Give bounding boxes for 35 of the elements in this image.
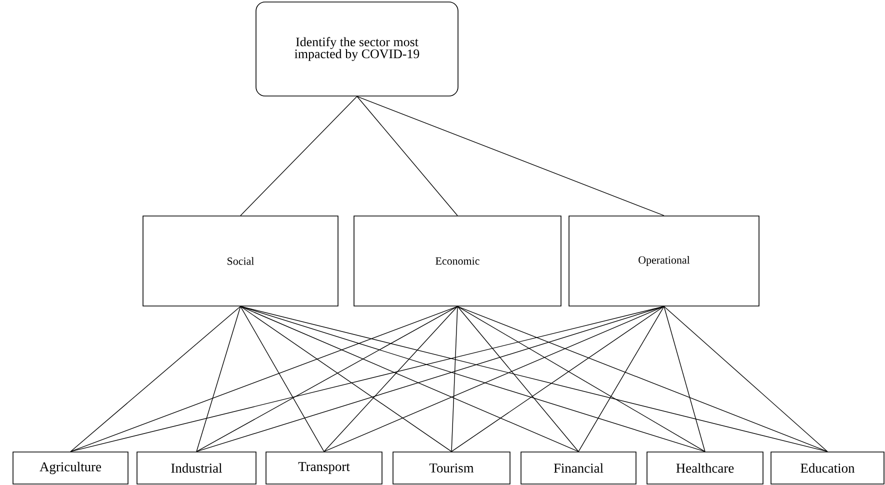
connector-line: [240, 306, 828, 452]
connector-line: [240, 306, 452, 452]
connector-line: [240, 306, 324, 452]
connector-line: [356, 96, 458, 216]
connector-line: [196, 306, 664, 452]
connector-line: [70, 306, 664, 452]
connector-line: [578, 306, 664, 452]
sector-box: Financial: [520, 452, 636, 484]
criterion-box: Social: [142, 216, 338, 306]
connector-line: [356, 96, 664, 216]
connector-line: [70, 306, 458, 452]
connector-line: [196, 306, 458, 452]
sector-box: Industrial: [136, 452, 256, 484]
sector-box: Healthcare: [646, 452, 764, 484]
connector-line: [240, 96, 358, 216]
connector-line: [324, 306, 664, 452]
connector-line: [240, 306, 706, 452]
connector-line: [324, 306, 458, 452]
criterion-box: Economic: [354, 216, 562, 306]
connector-line: [664, 306, 706, 452]
connector-line: [240, 306, 579, 452]
connector-line: [451, 306, 458, 452]
sector-box: Tourism: [392, 452, 510, 484]
connector-line: [457, 306, 706, 452]
connector-line: [70, 306, 241, 452]
criterion-box: Operational: [568, 216, 760, 306]
sector-box: Agriculture: [12, 452, 128, 484]
connector-line: [664, 306, 828, 452]
goal-box: Identify the sector most impacted by COVID-19: [256, 2, 458, 96]
connector-line: [457, 306, 828, 452]
connector-line: [457, 306, 579, 452]
sector-box: Education: [770, 452, 884, 484]
connector-line: [451, 306, 664, 452]
connector-line: [196, 306, 241, 452]
sector-box: Transport: [266, 452, 382, 484]
